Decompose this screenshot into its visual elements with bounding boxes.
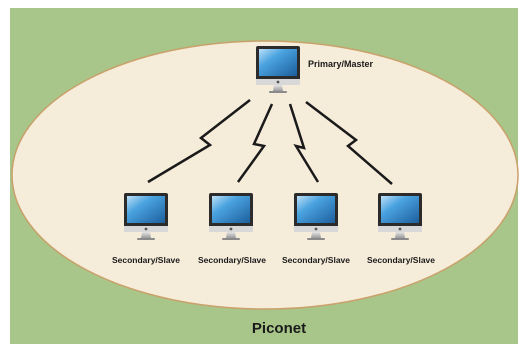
wireless-link-2 [236,103,274,183]
slave-label: Secondary/Slave [367,255,435,265]
slave-node-3: Secondary/Slave [282,193,350,265]
slave-label: Secondary/Slave [198,255,266,265]
slave-node-4: Secondary/Slave [367,193,435,265]
slave-node-2: Secondary/Slave [198,193,266,265]
wireless-link-4 [305,101,393,185]
slave-label: Secondary/Slave [112,255,180,265]
diagram-title: Piconet [252,320,306,337]
slave-label: Secondary/Slave [282,255,350,265]
slave-node-1: Secondary/Slave [112,193,180,265]
piconet-boundary [11,40,519,310]
master-label: Primary/Master [308,59,374,69]
wireless-link-3 [288,103,320,183]
wireless-links [147,99,393,185]
wireless-link-1 [147,99,251,184]
master-node: Primary/Master [256,46,374,93]
